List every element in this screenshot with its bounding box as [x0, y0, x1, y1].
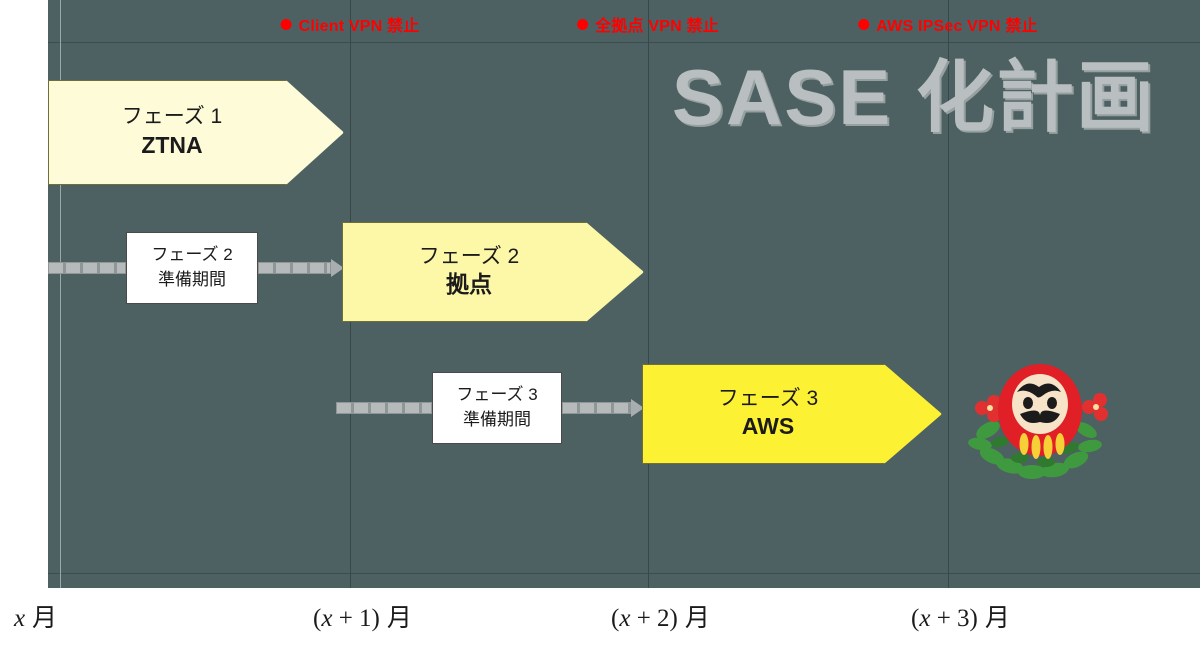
milestone-dot-icon: [858, 18, 870, 30]
milestone-label: 全拠点 VPN 禁止: [595, 18, 719, 35]
phase-2-line2: 拠点: [446, 271, 492, 298]
milestone-label: Client VPN 禁止: [298, 18, 420, 35]
phase-3-prep-arrow-left: [336, 402, 432, 414]
phase-1-line1: フェーズ 1: [121, 105, 223, 129]
dashed-bar: [48, 262, 126, 274]
phase-3-line2: AWS: [741, 413, 795, 440]
gridline-month-x: [60, 0, 61, 588]
dashed-bar: [258, 262, 331, 274]
phase-2-line1: フェーズ 2: [418, 244, 520, 268]
milestone-dot-icon: [280, 18, 292, 30]
phase-3-prep-box: フェーズ 3 準備期間: [432, 372, 562, 444]
axis-label-month-x: x 月: [14, 604, 58, 632]
daruma-illustration-icon: [968, 364, 1108, 479]
milestone-all-sites-vpn: 全拠点 VPN 禁止: [577, 12, 719, 36]
arrow-head-icon: [631, 399, 644, 417]
dashed-bar: [336, 402, 432, 414]
phase-3-chevron: フェーズ 3 AWS: [642, 364, 942, 464]
gridline-month-x2: [648, 0, 649, 588]
phase-3-line1: フェーズ 3: [717, 386, 819, 410]
milestone-aws-ipsec-vpn: AWS IPSec VPN 禁止: [858, 12, 1038, 36]
gridline-month-x3: [948, 0, 949, 588]
phase-2-chevron: フェーズ 2 拠点: [342, 222, 644, 322]
milestone-dot-icon: [577, 18, 589, 30]
phase-3-prep-arrow-right: [562, 399, 644, 417]
phase-2-prep-arrow-right: [258, 259, 344, 277]
phase-1-line2: ZTNA: [141, 131, 203, 158]
page-title-watermark: SASE 化計画: [671, 53, 1156, 141]
phase-2-prep-box: フェーズ 2 準備期間: [126, 232, 258, 304]
phase-2-prep-line2: 準備期間: [158, 270, 226, 289]
milestone-client-vpn: Client VPN 禁止: [280, 12, 420, 36]
axis-label-month-x2: (x + 2) 月: [611, 604, 710, 632]
panel-bottom-divider: [48, 573, 1200, 574]
panel-top-divider: [48, 42, 1200, 43]
axis-label-month-x1: (x + 1) 月: [313, 604, 412, 632]
arrow-head-icon: [331, 259, 344, 277]
phase-1-chevron: フェーズ 1 ZTNA: [48, 80, 344, 185]
phase-3-prep-line1: フェーズ 3: [456, 385, 538, 405]
axis-label-month-x3: (x + 3) 月: [911, 604, 1010, 632]
phase-3-prep-line2: 準備期間: [463, 410, 531, 429]
milestone-label: AWS IPSec VPN 禁止: [876, 18, 1038, 35]
phase-2-prep-arrow-left: [48, 262, 126, 274]
dashed-bar: [562, 402, 631, 414]
phase-2-prep-line1: フェーズ 2: [151, 245, 233, 265]
